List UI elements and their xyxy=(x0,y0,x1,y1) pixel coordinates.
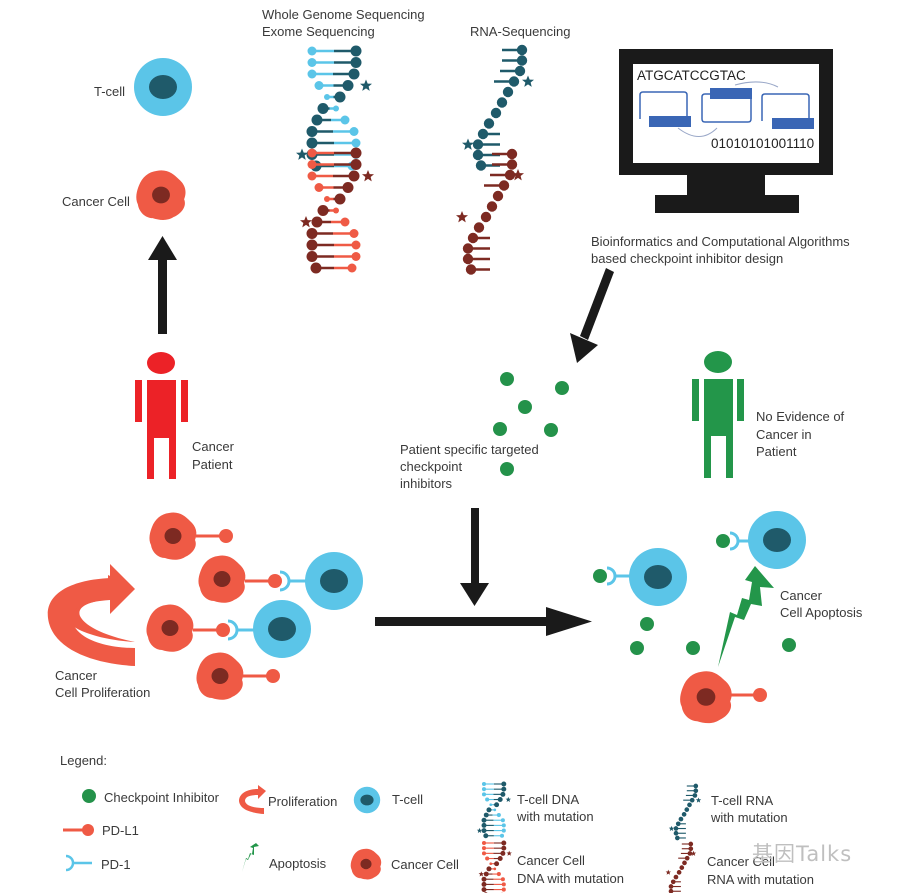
legend-label-tcell-rna-2: with mutation xyxy=(711,810,788,825)
cancer-dna-helix xyxy=(300,147,374,274)
healthy-label-line3: Patient xyxy=(756,444,797,459)
computer-monitor xyxy=(619,49,833,213)
pd-l1-icon xyxy=(63,824,94,836)
cancer-cell-group-left xyxy=(146,512,284,700)
arrow-diagonal xyxy=(570,268,614,363)
legend-label-pd-l1: PD-L1 xyxy=(102,823,139,838)
cancer-cell-top xyxy=(136,170,186,220)
cancer-cell-label: Cancer Cell xyxy=(62,194,130,209)
t-cell-icon xyxy=(353,786,381,814)
legend-label-cancer-rna-1: Cancer Cell xyxy=(707,854,775,869)
arrow-down-center xyxy=(460,508,489,606)
cancer-patient-label-line2: Patient xyxy=(192,457,233,472)
apoptosis-lightning xyxy=(718,566,774,667)
healthy-patient-figure xyxy=(692,351,744,478)
proliferation-label-line2: Cell Proliferation xyxy=(55,685,151,700)
cancer-cell-icon xyxy=(350,848,382,880)
rna-seq-title: RNA-Sequencing xyxy=(470,24,571,39)
legend-label-tcell-dna-1: T-cell DNA xyxy=(517,792,580,807)
screen-sequence-text: ATGCATCCGTAC xyxy=(637,68,746,83)
legend-label-proliferation: Proliferation xyxy=(268,794,338,809)
wgs-title: Whole Genome Sequencing xyxy=(262,7,425,22)
legend-label-cancer-dna-2: DNA with mutation xyxy=(517,871,624,886)
proliferation-label-line1: Cancer xyxy=(55,668,97,683)
inhibitors-label-line2: checkpoint xyxy=(400,459,463,474)
legend-label-cancer-rna-2: RNA with mutation xyxy=(707,872,814,887)
cancer-patient-figure xyxy=(135,352,188,479)
tcell-dna-icon xyxy=(476,781,511,839)
legend-label-t-cell: T-cell xyxy=(392,792,424,807)
tcell-rna-icon xyxy=(668,783,702,841)
apoptosis-icon xyxy=(242,843,259,872)
checkpoint-inhibitor-icon xyxy=(82,789,96,803)
proliferation-icon xyxy=(239,785,266,814)
cancer-rna-icon xyxy=(665,841,697,893)
legend-label-cancer-cell: Cancer Cell xyxy=(391,857,459,872)
legend-label-tcell-rna-1: T-cell RNA xyxy=(711,793,774,808)
apoptosis-label-line1: Cancer xyxy=(780,588,822,603)
legend-icons xyxy=(63,781,702,893)
free-inhibitor-dots xyxy=(630,617,796,655)
legend-label-cancer-dna-1: Cancer Cell xyxy=(517,853,585,868)
inhibitors-label-line3: inhibitors xyxy=(400,476,453,491)
legend-label-apoptosis: Apoptosis xyxy=(269,856,327,871)
watermark: 基因Talks xyxy=(752,842,853,866)
legend-label-tcell-dna-2: with mutation xyxy=(517,809,594,824)
tcell-group-left xyxy=(226,552,363,658)
legend-label-pd-1: PD-1 xyxy=(101,857,131,872)
cancer-rna-strand xyxy=(456,148,524,275)
cancer-cell-right xyxy=(680,671,769,724)
cancer-patient-label-line1: Cancer xyxy=(192,439,234,454)
healthy-label-line2: Cancer in xyxy=(756,427,812,442)
pd-1-icon xyxy=(65,854,92,872)
apoptosis-label-line2: Cell Apoptosis xyxy=(780,605,863,620)
cancer-dna-icon xyxy=(478,840,512,893)
legend-title: Legend: xyxy=(60,753,107,768)
tcell-label: T-cell xyxy=(94,84,126,99)
legend-label-checkpoint-inhibitor: Checkpoint Inhibitor xyxy=(104,790,219,805)
tcell-rna-strand xyxy=(462,44,534,171)
arrow-right-center xyxy=(375,607,592,636)
tcell-group-right xyxy=(593,511,806,606)
checkpoint-inhibitor-dots xyxy=(493,372,569,476)
exome-title: Exome Sequencing xyxy=(262,24,375,39)
inhibitors-label-line1: Patient specific targeted xyxy=(400,442,539,457)
bioinformatics-caption-line1: Bioinformatics and Computational Algorit… xyxy=(591,234,850,249)
tcell-top xyxy=(134,58,192,116)
arrow-up xyxy=(148,236,177,334)
bioinformatics-caption-line2: based checkpoint inhibitor design xyxy=(591,251,784,266)
healthy-label-line1: No Evidence of xyxy=(756,409,845,424)
screen-binary-text: 01010101001110 xyxy=(711,136,815,151)
proliferation-arrow xyxy=(47,564,136,666)
